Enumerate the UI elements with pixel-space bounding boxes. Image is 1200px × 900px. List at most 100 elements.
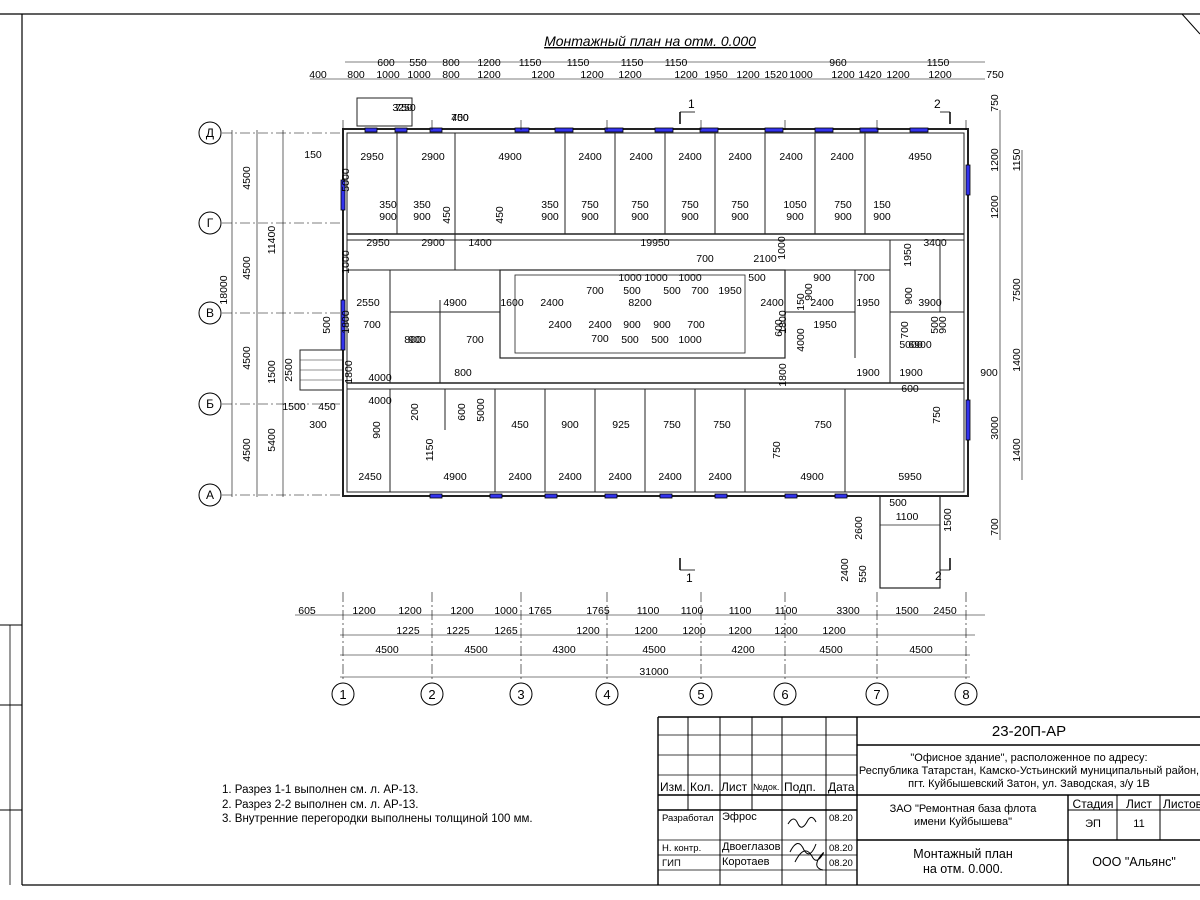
door-offset: 350 [379, 199, 397, 211]
axis-label-7: 7 [873, 687, 880, 702]
client-line-2: имени Куйбышева" [913, 816, 1013, 828]
dim-top-1: 960 [829, 57, 847, 69]
building-outline [299, 97, 969, 589]
dim-top-2: 1420 [858, 69, 882, 81]
axis-bubble [509, 682, 533, 706]
plan-dim: 500 [929, 316, 941, 334]
plan-dim: 5000 [899, 339, 923, 351]
room-dim: 4950 [908, 151, 932, 163]
dim-bottom-2: 1265 [494, 625, 518, 637]
plan-dim: 450 [511, 419, 529, 431]
axis-label-row: Г [207, 216, 214, 230]
dim-top-2: 750 [986, 69, 1004, 81]
dim-top-1: 1150 [567, 57, 590, 69]
role-chief-engineer: ГИП [662, 858, 681, 869]
plan-dim: 450 [451, 112, 469, 124]
sheet-header: Лист [1125, 797, 1153, 811]
room-dim: 2400 [608, 471, 632, 483]
plan-dim: 550 [857, 565, 869, 583]
door-offset: 750 [681, 199, 699, 211]
note-3: 3. Внутренние перегородки выполнены толщ… [222, 813, 533, 825]
plan-dim: 900 [803, 283, 815, 301]
role-norm-control: Н. контр. [662, 843, 702, 854]
project-description: "Офисное здание", расположенное по адрес… [858, 752, 1200, 791]
dim-bottom-2: 1225 [446, 625, 470, 637]
plan-dim: 500 [748, 272, 766, 284]
plan-dim: 1000 [678, 334, 702, 346]
plan-dim: 900 [903, 287, 915, 305]
plan-dim: 2400 [588, 319, 612, 331]
dim-bottom-1: 1000 [494, 605, 518, 617]
dim-left: 4500 [241, 166, 253, 190]
dim-bottom-1: 605 [298, 605, 316, 617]
door-offset: 750 [581, 199, 599, 211]
axis-bubble [689, 682, 713, 706]
axis-bubble [198, 211, 222, 235]
room-dim: 4900 [443, 297, 467, 309]
plan-dim: 750 [713, 419, 731, 431]
general-notes: 1. Разрез 1-1 выполнен см. л. АР-13. 2. … [222, 783, 533, 827]
room-dim: 8200 [628, 297, 652, 309]
corridor-dim: 1400 [468, 237, 492, 249]
plan-dim: 900 [561, 419, 579, 431]
axis-spacing: 4200 [731, 644, 755, 656]
room-dim: 1950 [856, 297, 880, 309]
stage-value: ЭП [1085, 818, 1101, 830]
dim-top-2: 1200 [618, 69, 642, 81]
plan-dim: 1000 [776, 236, 788, 260]
axis-bubble [198, 392, 222, 416]
sheet-frame [0, 13, 1200, 886]
date-chief-engineer: 08.20 [829, 858, 853, 869]
section-marks [679, 111, 951, 571]
plan-dim: 2400 [839, 558, 851, 582]
dim-top-2: 1200 [831, 69, 855, 81]
client-name: ЗАО "Ремонтная база флота имени Куйбышев… [858, 803, 1068, 829]
dim-right: 1200 [989, 195, 1001, 219]
dim-bottom-2: 1200 [682, 625, 706, 637]
date-developer: 08.20 [829, 813, 853, 824]
dim-right: 1200 [989, 148, 1001, 172]
room-dim: 1600 [500, 297, 524, 309]
axis-label-3: 3 [517, 687, 524, 702]
axis-bubble [420, 682, 444, 706]
dim-top-2: 800 [347, 69, 365, 81]
dim-right: 1150 [1011, 149, 1023, 172]
role-developer: Разработал [662, 813, 714, 824]
room-dim: 2400 [558, 471, 582, 483]
plan-dim: 1950 [813, 319, 837, 331]
dim-left: 4500 [241, 438, 253, 462]
dim-top-2: 1520 [764, 69, 788, 81]
dim-top-2: 1200 [477, 69, 501, 81]
dim-right: 1400 [1011, 348, 1023, 372]
door-offset: 750 [834, 199, 852, 211]
plan-dim: 925 [612, 419, 630, 431]
sheet-number: 11 [1133, 818, 1145, 830]
dim-left: 4500 [241, 346, 253, 370]
dim-bottom-1: 1200 [450, 605, 474, 617]
plan-dim: 2100 [753, 253, 777, 265]
axis-label-2: 2 [428, 687, 435, 702]
section-label-1-top: 1 [688, 97, 695, 111]
plan-dim: 600 [901, 383, 919, 395]
axis-label-1: 1 [339, 687, 346, 702]
plan-dim: 3250 [392, 102, 416, 114]
axis-bubble [773, 682, 797, 706]
axis-bubble [198, 301, 222, 325]
company-name: ООО "Альянс" [1092, 855, 1176, 869]
plan-dim: 600 [456, 403, 468, 421]
axis-bubble [954, 682, 978, 706]
axis-spacing: 4500 [464, 644, 488, 656]
door-width: 900 [834, 211, 852, 223]
axis-bubble [198, 121, 222, 145]
name-norm-control: Двоеглазов [722, 841, 781, 853]
plan-dim: 500 [621, 334, 639, 346]
dim-bottom-2: 1200 [576, 625, 600, 637]
plan-dim: 1100 [896, 511, 919, 523]
plan-dim: 1800 [340, 310, 352, 334]
client-line-1: ЗАО "Ремонтная база флота [889, 803, 1037, 815]
dim-top-2: 1200 [886, 69, 910, 81]
axis-bubble [331, 682, 355, 706]
dim-bottom-1: 1500 [895, 605, 919, 617]
plan-dim: 700 [857, 272, 875, 284]
